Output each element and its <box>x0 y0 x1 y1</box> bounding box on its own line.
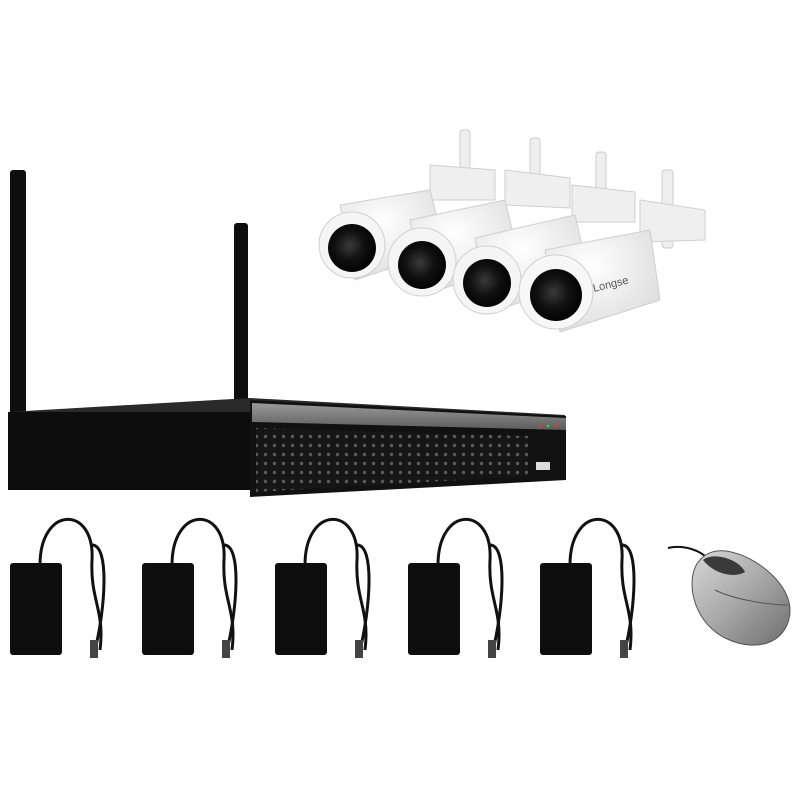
led-indicator <box>554 424 558 428</box>
bullet-camera-4: Longse <box>518 169 706 333</box>
usb-port <box>536 462 550 470</box>
nvr-front-grille <box>256 428 528 492</box>
power-adapter-5 <box>540 517 636 658</box>
nvr-front-silver-strip <box>252 403 566 430</box>
led-indicator <box>538 424 542 428</box>
nvr-body-side <box>8 412 253 490</box>
led-indicator <box>546 424 550 428</box>
nvr-antenna-right <box>234 223 248 413</box>
nvr-recorder <box>8 170 566 497</box>
nvr-antenna-left <box>10 170 26 415</box>
power-adapter-1 <box>10 517 106 658</box>
usb-mouse <box>667 545 791 646</box>
power-adapter-3 <box>275 517 371 658</box>
power-adapter-2 <box>142 517 238 658</box>
power-adapter-4 <box>408 517 504 658</box>
